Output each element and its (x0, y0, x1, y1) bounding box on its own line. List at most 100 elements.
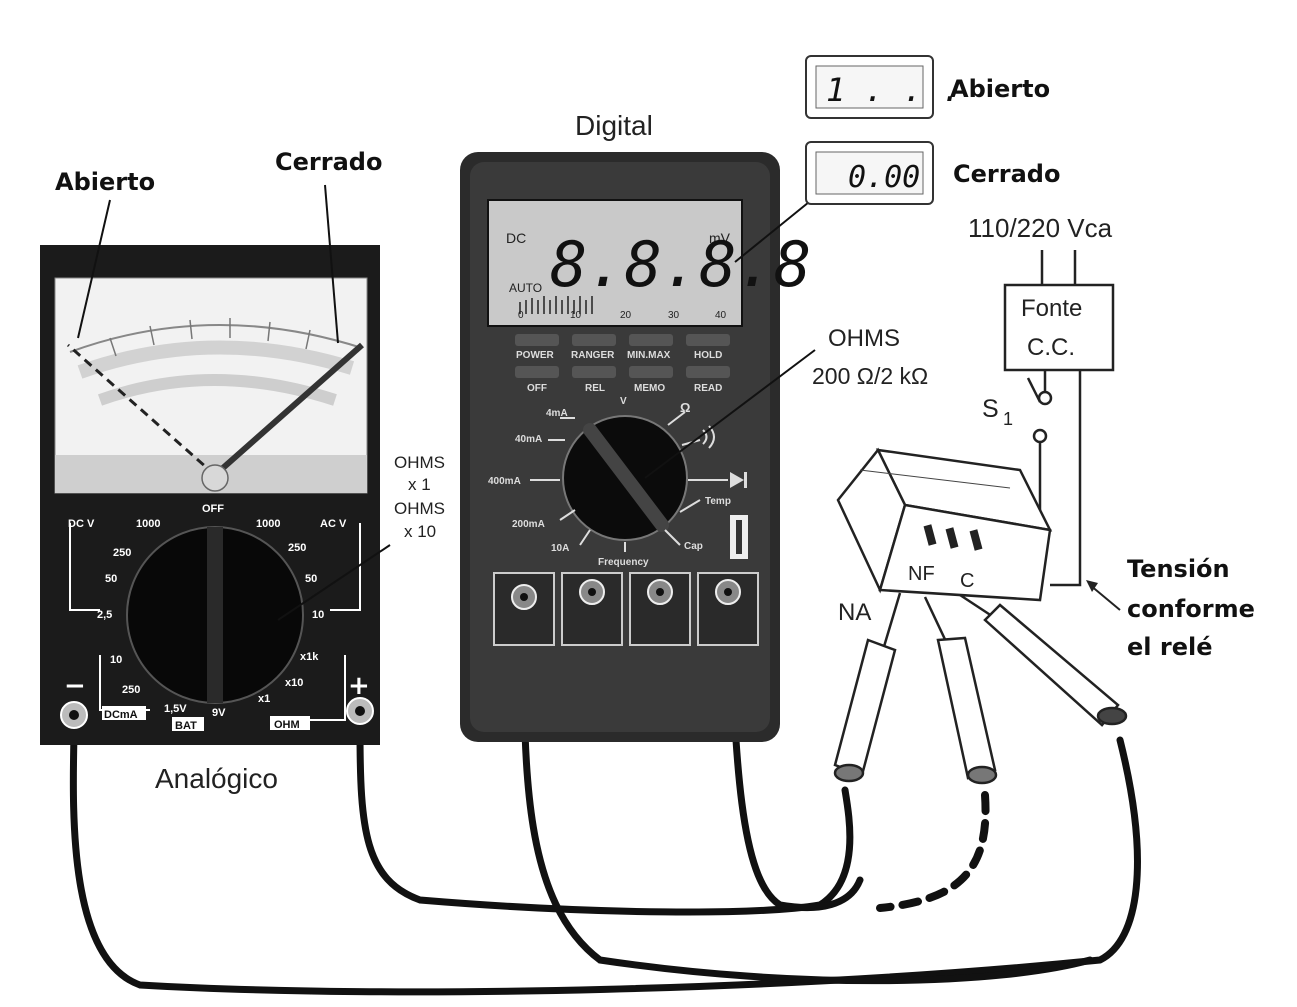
ohm-label: OHM (274, 719, 300, 731)
display-open-label: Abierto (950, 75, 1050, 103)
lcd-scale-30: 30 (668, 310, 680, 321)
lcd-mv: mV (709, 230, 731, 246)
digital-input-jacks (493, 572, 759, 646)
tension-label-3: el relé (1127, 633, 1212, 661)
probe-c (983, 603, 1120, 727)
display-open-value: 1 . . . (826, 71, 961, 109)
lead-digital-com (520, 606, 1094, 985)
bat-1-5v: 1,5V (164, 703, 187, 715)
off-label: OFF (202, 503, 224, 515)
lcd-digits: 8.8.8.8 (550, 228, 811, 301)
supply-label-1: Fonte (1021, 295, 1082, 322)
ohm-range-x10: x10 (285, 677, 303, 689)
dc-supply-box (1003, 283, 1115, 372)
dial-v: V (620, 396, 627, 407)
dial-temp: Temp (705, 496, 731, 507)
dial-400ma: 400mA (488, 476, 521, 487)
svg-text:MIN.MAX: MIN.MAX (627, 350, 671, 361)
dcma-label: DCmA (104, 709, 138, 721)
dcma-range-250: 250 (122, 684, 140, 696)
dial-frequency: Frequency (598, 557, 649, 568)
read-button[interactable] (686, 366, 730, 378)
bat-9v: 9V (212, 707, 226, 719)
acv-label: AC V (320, 518, 347, 530)
lcd-dc: DC (506, 230, 526, 246)
relay-na-label: NA (838, 599, 871, 626)
svg-text:HOLD: HOLD (694, 350, 722, 361)
ohms-digital-2: 200 Ω/2 kΩ (812, 363, 928, 389)
digital-caption: Digital (575, 110, 653, 141)
ohms-digital-1: OHMS (828, 325, 900, 352)
analog-open-label: Abierto (55, 168, 155, 196)
button-row-2: OFF REL MEMO READ (515, 366, 730, 394)
power-button[interactable] (515, 334, 559, 346)
display-closed-label: Cerrado (953, 160, 1060, 188)
relay-nf-label: NF (908, 563, 935, 585)
acv-range-10: 10 (312, 609, 324, 621)
svg-text:POWER: POWER (516, 350, 555, 361)
tension-label-2: conforme (1127, 595, 1255, 623)
analog-closed-label: Cerrado (275, 148, 382, 176)
svg-text:REL: REL (585, 383, 605, 394)
rel-button[interactable] (572, 366, 616, 378)
dial-200ma: 200mA (512, 519, 545, 530)
svg-text:OFF: OFF (527, 383, 547, 394)
dial-cap: Cap (684, 541, 703, 552)
plus-label: + (348, 671, 370, 701)
dcv-label: DC V (68, 518, 95, 530)
needle-pivot (201, 464, 229, 492)
acv-range-250: 250 (288, 542, 306, 554)
switch-s1 (1026, 377, 1042, 403)
minus-label: − (64, 671, 86, 701)
dial-40ma: 40mA (515, 434, 542, 445)
lead-analog-plus (356, 726, 854, 916)
dial-4ma: 4mA (546, 408, 568, 419)
lcd-scale-0: 0 (518, 310, 524, 321)
dcma-range-10: 10 (110, 654, 122, 666)
ranger-button[interactable] (572, 334, 616, 346)
ohms-analog-2: x 1 (408, 475, 431, 494)
switch-label: S (982, 395, 999, 423)
digital-lcd (487, 199, 743, 327)
lcd-auto: AUTO (509, 281, 542, 295)
dcv-range-250: 250 (113, 547, 131, 559)
button-row-1: POWER RANGER MIN.MAX HOLD (515, 334, 730, 361)
acv-range-50: 50 (305, 573, 317, 585)
tension-label-1: Tensión (1127, 555, 1230, 583)
off-button[interactable] (515, 366, 559, 378)
needle-closed (213, 342, 364, 478)
digital-multimeter: DC mV AUTO 8.8.8.8 0 10 20 30 40 POWER R… (460, 152, 811, 742)
display-closed-value: 0.00 (848, 160, 920, 195)
lcd-scale-20: 20 (620, 310, 632, 321)
switch-sub: 1 (1003, 409, 1013, 429)
probe-nf (936, 636, 997, 780)
dcv-range-2-5: 2,5 (97, 609, 112, 621)
acv-range-1000: 1000 (256, 518, 280, 530)
lead-dashed (876, 791, 990, 912)
probes (833, 592, 1128, 785)
dial-ohm: Ω (680, 400, 690, 415)
needle-open (67, 343, 216, 477)
ohms-analog-3: OHMS (394, 499, 445, 518)
supply-label-2: C.C. (1027, 334, 1075, 361)
svg-text:RANGER: RANGER (571, 350, 615, 361)
probe-na (833, 638, 897, 777)
dial-10a: 10A (551, 543, 569, 554)
bat-label: BAT (175, 720, 197, 732)
dcv-range-50: 50 (105, 573, 117, 585)
dcv-range-1000: 1000 (136, 518, 160, 530)
hold-button[interactable] (686, 334, 730, 346)
relay-c-label: C (960, 570, 974, 592)
svg-text:MEMO: MEMO (634, 383, 665, 394)
diode-icon (730, 472, 747, 488)
lead-analog-minus (69, 731, 1141, 996)
analog-multimeter: DC V AC V OFF 1000 250 50 2,5 1000 250 5… (40, 245, 380, 745)
ohms-analog-4: x 10 (404, 522, 436, 541)
relay: NF C NA (836, 447, 1053, 626)
lcd-scale-40: 40 (715, 310, 727, 321)
minmax-button[interactable] (629, 334, 673, 346)
memo-button[interactable] (629, 366, 673, 378)
ohm-range-x1k: x1k (300, 651, 319, 663)
ohms-analog-1: OHMS (394, 453, 445, 472)
